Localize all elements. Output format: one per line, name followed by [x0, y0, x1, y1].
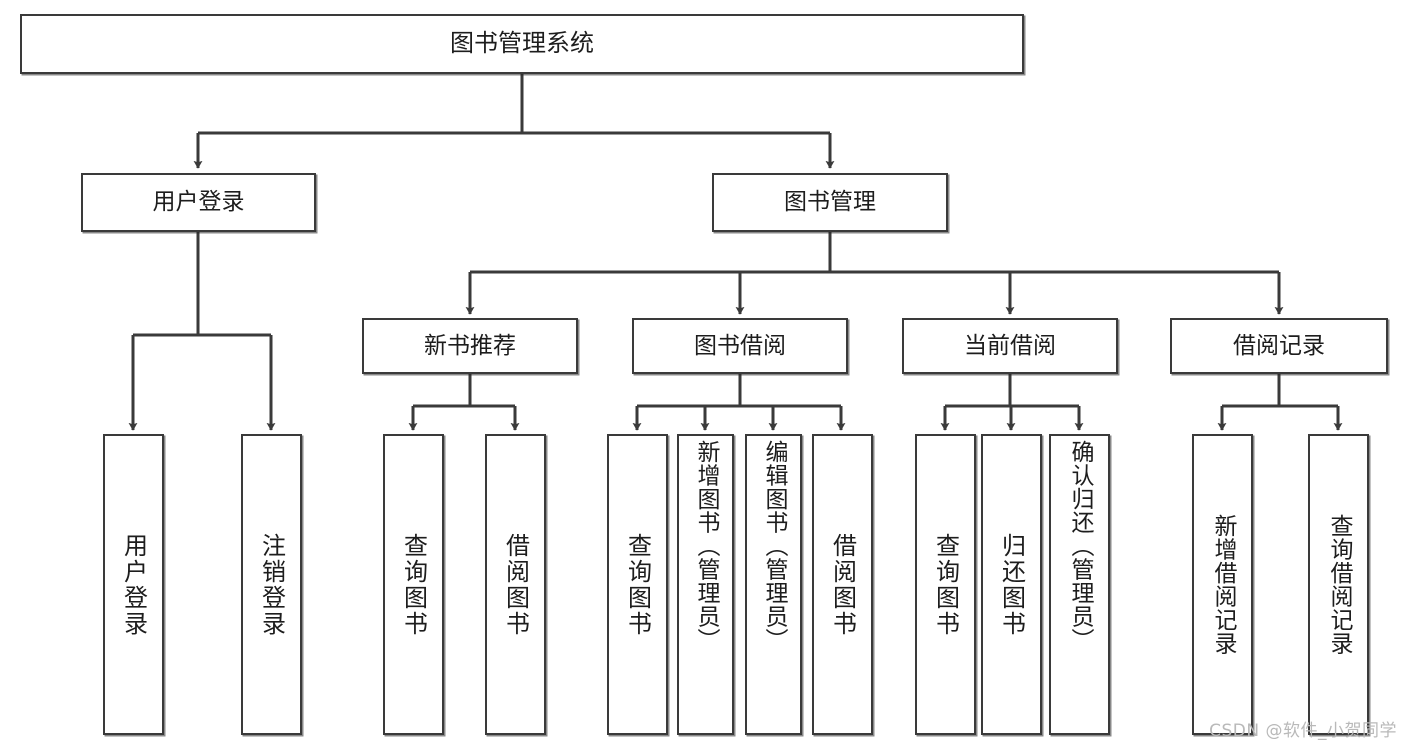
- node-label: 新增借阅记录: [1210, 514, 1236, 655]
- node-book-borrow[interactable]: 图书借阅: [632, 318, 848, 374]
- node-label: 借阅图书: [828, 532, 857, 637]
- node-label: 图书管理: [784, 189, 876, 216]
- node-leaf-edit-book-admin[interactable]: 编辑图书（管理员）: [745, 434, 802, 735]
- node-leaf-query-borrow-record[interactable]: 查询借阅记录: [1308, 434, 1369, 735]
- node-label: 用户登录: [119, 532, 148, 637]
- node-label: 用户登录: [152, 189, 245, 216]
- node-leaf-user-login[interactable]: 用户登录: [103, 434, 164, 735]
- node-user-login[interactable]: 用户登录: [81, 173, 316, 232]
- node-label: 查询图书: [931, 532, 960, 637]
- node-new-book-recommend[interactable]: 新书推荐: [362, 318, 578, 374]
- node-label: 新书推荐: [424, 332, 516, 359]
- node-leaf-borrow-book[interactable]: 借阅图书: [812, 434, 873, 735]
- node-label: 注销登录: [257, 532, 286, 637]
- node-leaf-add-book-admin[interactable]: 新增图书（管理员）: [677, 434, 734, 735]
- node-label: 图书管理系统: [450, 29, 594, 58]
- node-label: 查询图书: [623, 532, 652, 637]
- node-label: 查询图书: [399, 532, 428, 637]
- node-leaf-return-book[interactable]: 归还图书: [981, 434, 1042, 735]
- node-leaf-borrow-book-recommend[interactable]: 借阅图书: [485, 434, 546, 735]
- node-label: 图书借阅: [694, 332, 786, 359]
- node-leaf-logout[interactable]: 注销登录: [241, 434, 302, 735]
- node-label: 当前借阅: [964, 332, 1056, 359]
- node-label: 编辑图书（管理员）: [761, 440, 787, 652]
- node-leaf-query-book-borrow[interactable]: 查询图书: [607, 434, 668, 735]
- node-label: 查询借阅记录: [1326, 514, 1352, 655]
- node-borrow-record[interactable]: 借阅记录: [1170, 318, 1388, 374]
- node-book-management[interactable]: 图书管理: [712, 173, 948, 232]
- node-label: 借阅记录: [1233, 332, 1325, 359]
- node-leaf-query-book-recommend[interactable]: 查询图书: [383, 434, 444, 735]
- node-label: 借阅图书: [501, 532, 530, 637]
- node-leaf-confirm-return-admin[interactable]: 确认归还（管理员）: [1049, 434, 1110, 735]
- node-leaf-query-book-current[interactable]: 查询图书: [915, 434, 976, 735]
- node-root-book-management-system[interactable]: 图书管理系统: [20, 14, 1024, 74]
- watermark-text: CSDN @软件_小贺同学: [1209, 721, 1397, 741]
- node-current-borrow[interactable]: 当前借阅: [902, 318, 1118, 374]
- node-label: 确认归还（管理员）: [1067, 440, 1093, 652]
- node-label: 归还图书: [997, 532, 1026, 637]
- node-label: 新增图书（管理员）: [693, 440, 719, 652]
- node-leaf-add-borrow-record[interactable]: 新增借阅记录: [1192, 434, 1253, 735]
